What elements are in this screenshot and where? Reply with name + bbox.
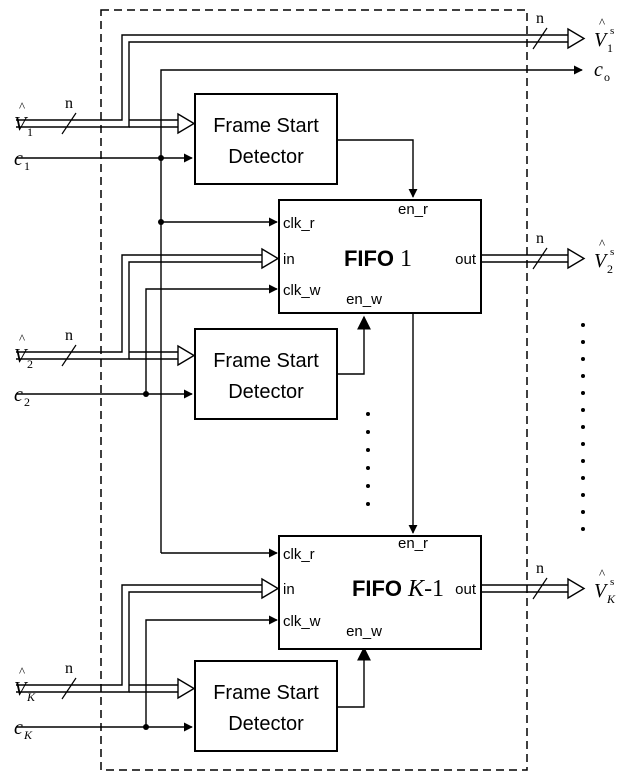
fifo-1-clk-w-port: clk_w: [283, 282, 321, 299]
svg-text:V: V: [594, 250, 609, 272]
svg-text:K: K: [26, 690, 36, 704]
fifo-1-clk-r-port: clk_r: [283, 215, 315, 232]
svg-text:V: V: [14, 113, 29, 135]
frame-start-detector-1: Frame Start Detector: [194, 93, 338, 185]
bus-arrowheads: [177, 27, 586, 700]
bus-width-label-v2: n: [65, 327, 73, 344]
svg-text:c: c: [14, 384, 23, 406]
fifo-1-out-port: out: [455, 251, 477, 268]
svg-text:s: s: [610, 246, 614, 258]
svg-text:s: s: [610, 25, 614, 37]
ellipsis-dots-right: [581, 323, 585, 531]
input-labels: ^ V 1 c 1 ^ V 2 c 2 ^ V K c K: [14, 99, 36, 742]
fifo-k-out-port: out: [455, 581, 477, 598]
bus-width-label-vk: n: [65, 660, 73, 677]
frame-start-detector-3: Frame Start Detector: [194, 660, 338, 752]
svg-text:o: o: [604, 70, 610, 84]
output-v1s-label: ^ V 1 s: [594, 15, 614, 55]
fifo-1-in-port: in: [283, 251, 295, 268]
svg-text:c: c: [14, 148, 23, 170]
fifo-k-clk-r-port: clk_r: [283, 546, 315, 563]
svg-text:^: ^: [599, 15, 605, 30]
bus-width-label-out-k: n: [536, 560, 544, 577]
input-vk-label: ^ V K: [14, 664, 36, 704]
junction-dots: [143, 155, 164, 730]
fifo-1-en-w-port: en_w: [346, 291, 382, 308]
svg-text:^: ^: [19, 664, 25, 679]
input-v1-label: ^ V 1: [14, 99, 33, 139]
svg-text:V: V: [594, 580, 609, 602]
svg-text:V: V: [14, 345, 29, 367]
svg-text:K: K: [606, 592, 616, 606]
svg-text:K: K: [23, 728, 33, 742]
fsd-2-label-line2: Detector: [228, 381, 304, 403]
svg-text:1: 1: [607, 41, 613, 55]
bus-width-label-v1: n: [65, 95, 73, 112]
bus-width-label-out-2: n: [536, 230, 544, 247]
fifo-k-en-w-port: en_w: [346, 623, 382, 640]
fifo-k-en-r-port: en_r: [398, 535, 428, 552]
bus-width-labels: n n n n n n: [65, 10, 544, 677]
input-ck-label: c K: [14, 717, 33, 742]
svg-text:2: 2: [24, 395, 30, 409]
fsd-3-label-line2: Detector: [228, 713, 304, 735]
output-labels: ^ V 1 s c o ^ V 2 s ^ V K s: [594, 15, 616, 606]
clock-and-enable-wires: [16, 65, 583, 732]
input-c2-label: c 2: [14, 384, 30, 409]
svg-text:1: 1: [24, 159, 30, 173]
svg-text:V: V: [14, 678, 29, 700]
svg-text:V: V: [594, 29, 609, 51]
svg-text:^: ^: [599, 566, 605, 581]
svg-text:s: s: [610, 576, 614, 588]
fsd-3-label-line1: Frame Start: [213, 682, 319, 704]
input-v2-label: ^ V 2: [14, 331, 33, 371]
output-v2s-label: ^ V 2 s: [594, 236, 614, 276]
bus-lines: [16, 34, 568, 693]
svg-text:c: c: [14, 717, 23, 739]
svg-text:1: 1: [27, 125, 33, 139]
fsd-2-label-line1: Frame Start: [213, 350, 319, 372]
bus-width-slashes: [61, 27, 548, 700]
output-co-label: c o: [594, 59, 610, 84]
input-c1-label: c 1: [14, 148, 30, 173]
frame-start-detector-2: Frame Start Detector: [194, 328, 338, 420]
svg-text:c: c: [594, 59, 603, 81]
fifo-k-clk-w-port: clk_w: [283, 613, 321, 630]
bus-width-label-out-1: n: [536, 10, 544, 27]
svg-text:^: ^: [599, 236, 605, 251]
output-vks-label: ^ V K s: [594, 566, 616, 606]
fsd-1-label-line1: Frame Start: [213, 115, 319, 137]
fifo-k-in-port: in: [283, 581, 295, 598]
system-boundary: [100, 9, 528, 771]
fifo-1-en-r-port: en_r: [398, 201, 428, 218]
svg-text:^: ^: [19, 331, 25, 346]
svg-text:2: 2: [607, 262, 613, 276]
svg-text:^: ^: [19, 99, 25, 114]
svg-text:2: 2: [27, 357, 33, 371]
ellipsis-dots-middle: [366, 412, 370, 506]
fsd-1-label-line2: Detector: [228, 146, 304, 168]
